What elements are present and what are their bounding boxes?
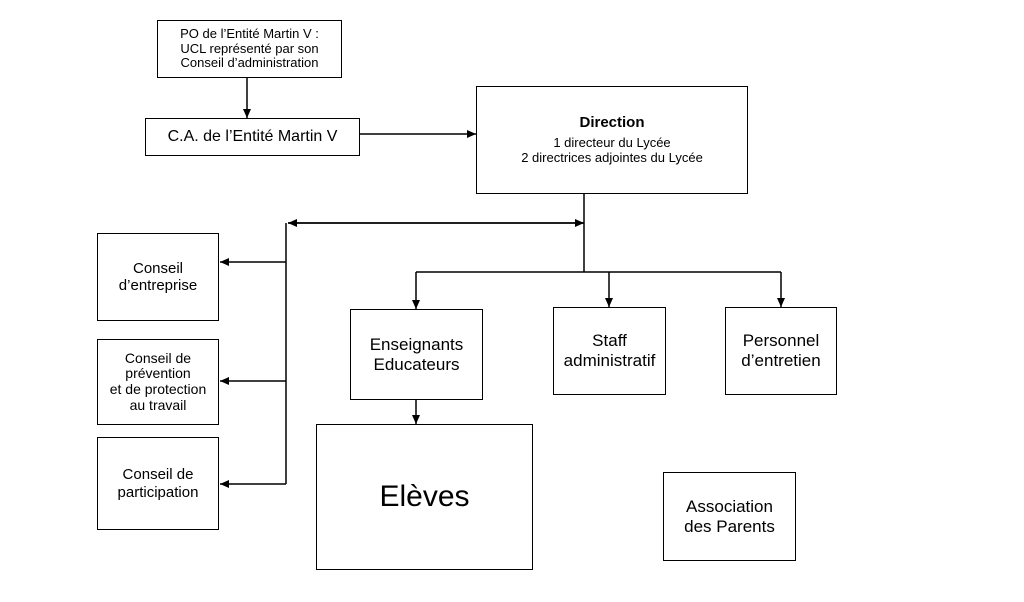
ca-box: C.A. de l’Entité Martin V bbox=[145, 118, 360, 156]
po-box: PO de l’Entité Martin V : UCL représenté… bbox=[157, 20, 342, 78]
personnel-line: d’entretien bbox=[741, 351, 821, 370]
conseil-entreprise-line: Conseil bbox=[132, 259, 184, 277]
conseil-participation-line: Conseil de bbox=[122, 466, 194, 484]
eleves-label: Elèves bbox=[379, 479, 470, 513]
personnel-line: Personnel bbox=[742, 331, 820, 351]
staff-line: administratif bbox=[563, 351, 656, 370]
association-box: Association des Parents bbox=[663, 472, 796, 561]
ca-label: C.A. de l’Entité Martin V bbox=[167, 127, 338, 145]
association-line: Association bbox=[686, 496, 773, 516]
po-line: UCL représenté par son bbox=[180, 40, 319, 56]
personnel-box: Personnel d’entretien bbox=[725, 307, 837, 395]
conseil-prevention-line: Conseil de bbox=[124, 349, 192, 366]
direction-line: 2 directrices adjointes du Lycée bbox=[521, 149, 703, 165]
staff-line: Staff bbox=[592, 331, 627, 351]
conseil-prevention-box: Conseil de prévention et de protection a… bbox=[97, 339, 219, 425]
conseil-prevention-line: et de protection bbox=[109, 381, 207, 397]
conseil-participation-line: participation bbox=[117, 483, 199, 501]
po-line: PO de l’Entité Martin V : bbox=[180, 25, 319, 41]
enseignants-box: Enseignants Educateurs bbox=[350, 309, 483, 400]
direction-line: 1 directeur du Lycée bbox=[553, 134, 671, 150]
direction-box: Direction 1 directeur du Lycée 2 directr… bbox=[476, 86, 748, 194]
enseignants-line: Enseignants bbox=[369, 334, 464, 354]
eleves-box: Elèves bbox=[316, 424, 533, 570]
conseil-prevention-line: prévention bbox=[125, 365, 191, 382]
conseil-entreprise-box: Conseil d’entreprise bbox=[97, 233, 219, 321]
direction-title: Direction bbox=[579, 114, 645, 132]
conseil-prevention-line: au travail bbox=[129, 396, 187, 413]
enseignants-line: Educateurs bbox=[373, 354, 460, 374]
association-line: des Parents bbox=[684, 516, 775, 536]
conseil-entreprise-line: d’entreprise bbox=[118, 277, 198, 294]
staff-box: Staff administratif bbox=[553, 307, 666, 395]
po-line: Conseil d’administration bbox=[180, 55, 319, 71]
conseil-participation-box: Conseil de participation bbox=[97, 437, 219, 530]
